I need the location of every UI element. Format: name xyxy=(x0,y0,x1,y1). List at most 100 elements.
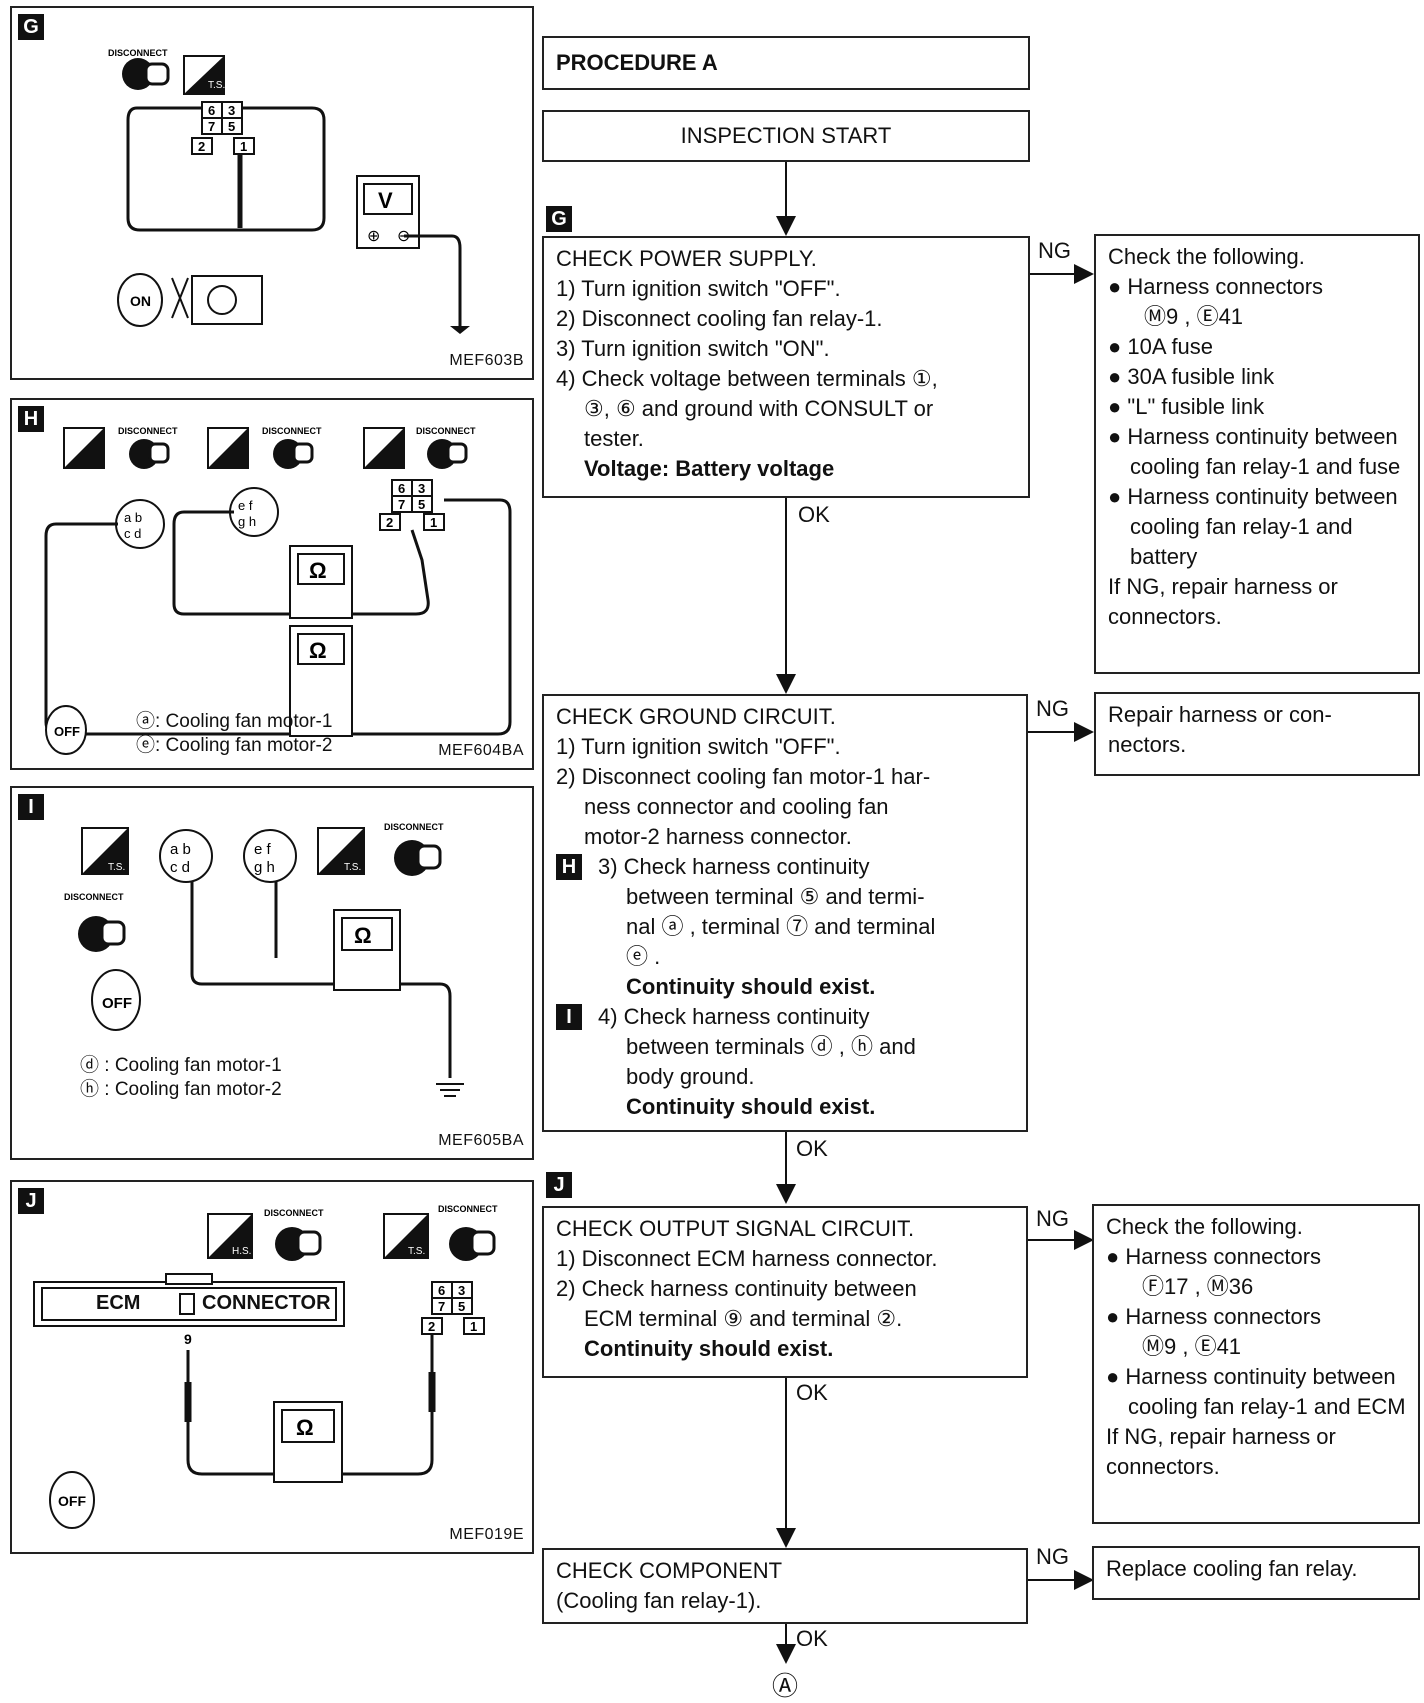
svg-text:2: 2 xyxy=(198,139,205,154)
svg-text:H.S.: H.S. xyxy=(232,1246,251,1257)
panel-tag-g: G xyxy=(18,14,44,40)
svg-text:2: 2 xyxy=(386,515,393,530)
svg-text:3: 3 xyxy=(418,481,425,496)
svg-text:DISCONNECT: DISCONNECT xyxy=(264,1208,324,1218)
svg-text:DISCONNECT: DISCONNECT xyxy=(384,822,444,832)
disconnect-icon: DISCONNECT xyxy=(108,48,170,90)
ng-text: Repair harness or con- nectors. xyxy=(1108,702,1332,757)
ng-footer: If NG, repair harness or connectors. xyxy=(1108,574,1338,629)
svg-text:6: 6 xyxy=(208,103,215,118)
ignition-on-icon: ON xyxy=(117,273,163,327)
svg-text:DISCONNECT: DISCONNECT xyxy=(118,426,178,436)
ok-label: OK xyxy=(796,1626,828,1651)
svg-text:OFF: OFF xyxy=(58,1493,86,1509)
step-line: ness connector and cooling fan xyxy=(584,794,889,819)
svg-text:ON: ON xyxy=(130,293,151,309)
svg-text:DISCONNECT: DISCONNECT xyxy=(108,48,168,58)
connector-ids: Ⓜ9 , Ⓔ41 xyxy=(1144,304,1244,329)
ok-label: OK xyxy=(798,502,830,527)
panel-tag-i: I xyxy=(18,794,44,820)
ng-label: NG xyxy=(1038,238,1071,263)
step-title: CHECK COMPONENT xyxy=(556,1558,783,1583)
svg-text:6: 6 xyxy=(398,481,405,496)
relay-connector xyxy=(191,101,255,155)
step-line: 2) Disconnect cooling fan motor-1 har- xyxy=(556,764,931,789)
ts-icon: T.S. xyxy=(183,55,225,95)
svg-text:DISCONNECT: DISCONNECT xyxy=(262,426,322,436)
procedure-label: PROCEDURE A xyxy=(556,50,718,75)
svg-text:T.S.: T.S. xyxy=(208,80,225,91)
svg-text:DISCONNECT: DISCONNECT xyxy=(438,1204,498,1214)
svg-text:1: 1 xyxy=(240,139,247,154)
svg-text:DISCONNECT: DISCONNECT xyxy=(416,426,476,436)
probe-wire xyxy=(126,106,326,232)
figure-code: MEF019E xyxy=(449,1526,524,1543)
continuity-check-diagram-i: T.S. a bc d e fg h T.S. DISCONNECT DISCO… xyxy=(64,822,464,1097)
svg-text:5: 5 xyxy=(458,1299,465,1314)
legend-motor-2: ⓗ : Cooling fan motor-2 xyxy=(80,1079,282,1100)
step-line: tester. xyxy=(584,426,644,451)
check-ground-circuit-box: CHECK GROUND CIRCUIT. 1) Turn ignition s… xyxy=(542,694,1028,1132)
step-line: body ground. xyxy=(626,1064,755,1089)
step-title: CHECK GROUND CIRCUIT. xyxy=(556,704,836,729)
svg-text:Ω: Ω xyxy=(309,558,327,583)
step-line: 4) Check voltage between terminals ①, xyxy=(556,366,938,391)
svg-text:1: 1 xyxy=(470,1319,477,1334)
component-ng-box: Replace cooling fan relay. xyxy=(1092,1546,1420,1600)
ng-footer: If NG, repair harness or connectors. xyxy=(1106,1424,1336,1479)
svg-text:Ω: Ω xyxy=(309,638,327,663)
svg-text:T.S.: T.S. xyxy=(408,1246,425,1257)
ok-label: OK xyxy=(796,1380,828,1405)
engine-icon xyxy=(171,275,263,325)
inspection-start-box: INSPECTION START xyxy=(542,110,1030,162)
step-tag-i: I xyxy=(556,1004,582,1030)
voltmeter-label: V xyxy=(378,188,393,213)
ng-title: Check the following. xyxy=(1106,1214,1303,1239)
svg-text:1: 1 xyxy=(430,515,437,530)
ng-item: ● Harness connectors xyxy=(1106,1304,1322,1329)
step-line: ECM terminal ⑨ and terminal ②. xyxy=(584,1306,903,1331)
ng-label: NG xyxy=(1036,1206,1069,1231)
svg-text:OFF: OFF xyxy=(102,995,132,1012)
svg-text:3: 3 xyxy=(228,103,235,118)
svg-text:e f: e f xyxy=(254,841,272,858)
svg-text:OFF: OFF xyxy=(54,724,80,739)
ecm-pin-label: 9 xyxy=(184,1331,192,1347)
svg-text:5: 5 xyxy=(418,497,425,512)
figure-code: MEF603B xyxy=(449,352,524,369)
step-line: 1) Turn ignition switch "OFF". xyxy=(556,734,841,759)
step-line: 2) Check harness continuity between xyxy=(556,1276,917,1301)
step-line: 3) Turn ignition switch "ON". xyxy=(556,336,830,361)
figure-code: MEF604BA xyxy=(438,742,524,759)
connector-ids: Ⓕ17 , Ⓜ36 xyxy=(1142,1274,1254,1299)
spec-line: Continuity should exist. xyxy=(584,1336,834,1361)
svg-text:7: 7 xyxy=(398,497,405,512)
svg-text:c d: c d xyxy=(170,859,190,876)
connector-ids: Ⓜ9 , Ⓔ41 xyxy=(1142,1334,1242,1359)
step-tag-g: G xyxy=(546,206,572,232)
svg-text:e f: e f xyxy=(238,498,253,513)
output-ng-box: Check the following. ● Harness connector… xyxy=(1092,1204,1420,1524)
svg-text:7: 7 xyxy=(438,1299,445,1314)
step-line: nal ⓐ , terminal ⑦ and terminal xyxy=(626,914,936,939)
svg-text:a b: a b xyxy=(170,841,191,858)
check-power-supply-box: CHECK POWER SUPPLY. 1) Turn ignition swi… xyxy=(542,236,1030,498)
svg-text:⊖: ⊖ xyxy=(397,228,410,245)
inspection-start-label: INSPECTION START xyxy=(680,123,892,148)
spec-line: Continuity should exist. xyxy=(626,1094,876,1119)
step-line: between terminal ⑤ and termi- xyxy=(626,884,925,909)
ignition-off-icon: OFF xyxy=(45,705,87,755)
svg-text:2: 2 xyxy=(428,1319,435,1334)
step-line: 2) Disconnect cooling fan relay-1. xyxy=(556,306,883,331)
ecm-label: ECM xyxy=(96,1292,141,1314)
continuity-check-diagram-h: DISCONNECT DISCONNECT DISCONNECT a bc d … xyxy=(44,426,512,755)
step-line: ③, ⑥ and ground with CONSULT or xyxy=(584,396,934,421)
panel-tag-j: J xyxy=(18,1188,44,1214)
svg-text:5: 5 xyxy=(228,119,235,134)
ng-item: ● Harness connectors xyxy=(1106,1244,1322,1269)
step-line: 1) Disconnect ECM harness connector. xyxy=(556,1246,938,1271)
